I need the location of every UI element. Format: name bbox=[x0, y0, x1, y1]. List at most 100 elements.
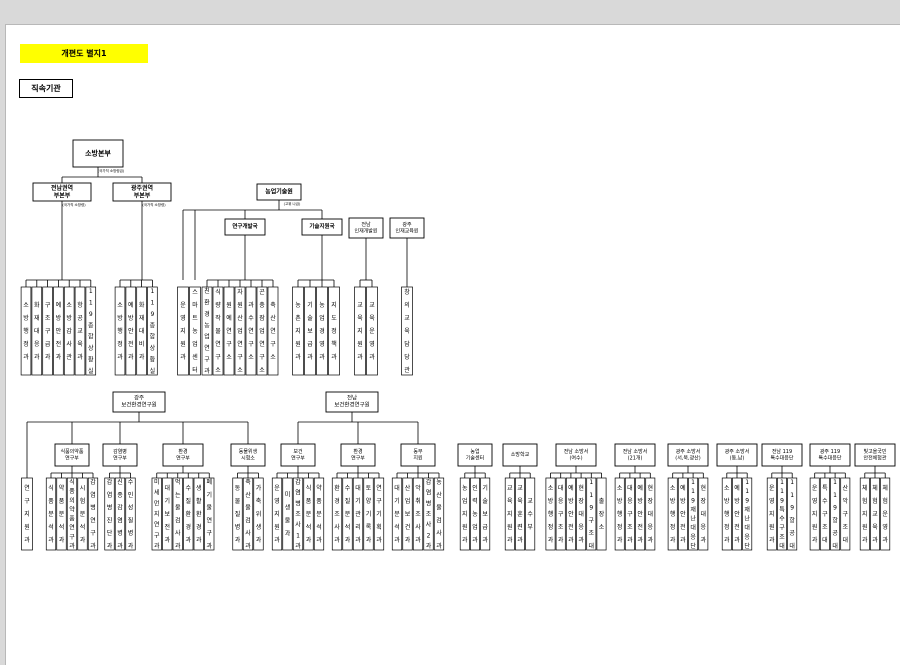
unit-box bbox=[292, 286, 304, 376]
agri-extension-box: 기술지원국 bbox=[309, 222, 334, 230]
unit-box bbox=[114, 286, 126, 376]
unit-box bbox=[234, 286, 246, 376]
unit-box bbox=[423, 477, 434, 551]
unit-box bbox=[787, 477, 798, 551]
unit-box bbox=[242, 477, 254, 551]
unit-box bbox=[162, 477, 173, 551]
unit-box bbox=[56, 477, 67, 551]
lab-group-box: 연구부 bbox=[113, 454, 127, 461]
unit-box bbox=[328, 286, 340, 376]
hrd-box: 전남 bbox=[361, 221, 371, 228]
unit-box bbox=[331, 477, 343, 551]
unit-box bbox=[576, 477, 587, 551]
unit-box bbox=[74, 286, 86, 376]
unit-box bbox=[565, 477, 576, 551]
unit-box bbox=[253, 477, 264, 551]
branch-box: 전남권역 bbox=[51, 184, 73, 192]
unit-box bbox=[125, 477, 136, 551]
lab-group-box: 동부 bbox=[413, 449, 423, 455]
unit-box bbox=[267, 286, 279, 376]
hrd-box: 광주 bbox=[402, 221, 412, 228]
unit-box bbox=[147, 286, 158, 376]
unit-box bbox=[515, 477, 525, 551]
org-box: 특수대응단 bbox=[770, 454, 793, 461]
unit-box bbox=[77, 477, 88, 551]
unit-box bbox=[766, 477, 777, 551]
document-banner: 개편도 별지1 bbox=[20, 44, 148, 63]
lab-box: 보건환경연구원 bbox=[121, 401, 156, 409]
box-note: (국가직 소방령) bbox=[62, 202, 86, 207]
hq-fire: 소방본부 bbox=[85, 149, 111, 158]
unit-box bbox=[151, 477, 162, 551]
unit-box bbox=[177, 286, 189, 376]
unit-box bbox=[624, 477, 635, 551]
unit-box bbox=[742, 477, 753, 551]
box-note: (고위 나급) bbox=[284, 201, 301, 206]
org-box: 농업 bbox=[470, 448, 479, 455]
org-box: (동,남) bbox=[730, 454, 745, 461]
unit-box bbox=[313, 477, 325, 551]
org-box: 광주 소방서 bbox=[725, 448, 750, 455]
lab-box: 보건환경연구원 bbox=[334, 401, 369, 409]
unit-box bbox=[402, 477, 413, 551]
unit-box bbox=[303, 477, 314, 551]
unit-box bbox=[433, 477, 445, 551]
unit-box bbox=[401, 286, 413, 376]
org-box: 전남 소방서 bbox=[564, 448, 589, 455]
unit-box bbox=[667, 477, 678, 551]
unit-box bbox=[555, 477, 566, 551]
unit-box bbox=[677, 477, 688, 551]
unit-box bbox=[304, 286, 316, 376]
unit-box bbox=[20, 286, 32, 376]
org-box: 특수대응단 bbox=[818, 454, 841, 461]
lab-group-box: 감염병 bbox=[113, 448, 127, 455]
unit-box bbox=[354, 286, 366, 376]
org-box: 안전체험관 bbox=[863, 454, 886, 461]
unit-box bbox=[645, 477, 656, 551]
lab-group-box: 식품의약품 bbox=[60, 448, 83, 455]
